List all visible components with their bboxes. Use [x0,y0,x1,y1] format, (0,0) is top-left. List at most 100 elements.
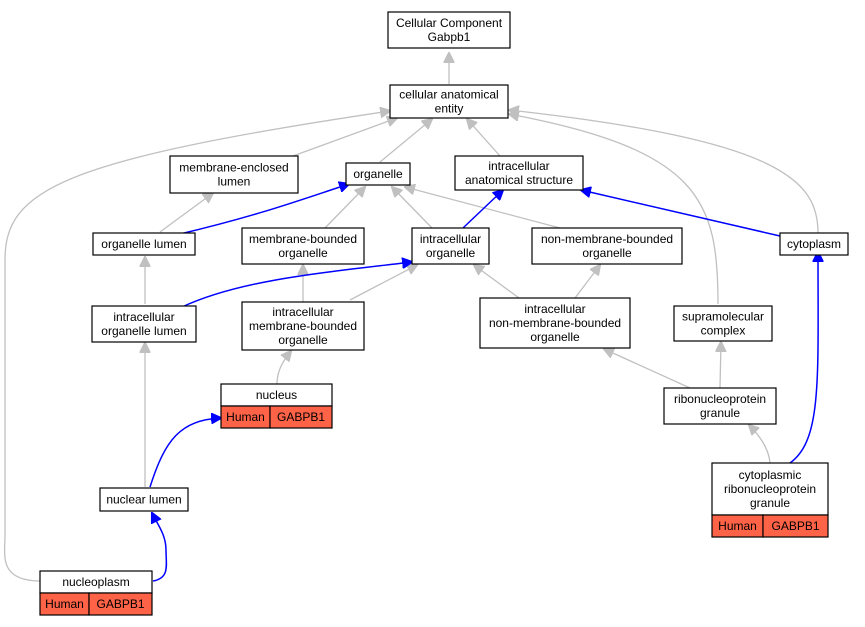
node-label: granule [700,406,740,420]
node-box [241,227,365,265]
node-label: organelle [530,330,580,344]
edge-nucleoplasm-cae [3,111,390,582]
node-label: organelle [278,333,328,347]
edge-ias-cae [467,119,501,157]
node-label: intracellular [272,305,333,319]
node-label: nucleoplasm [62,575,129,589]
node-label: membrane-enclosed [179,161,288,175]
node-label: granule [750,496,790,510]
node-org[interactable]: organelle [345,162,411,186]
node-label: organelle [353,167,403,181]
edge-inmbo-nmbo [574,265,600,299]
node-label: supramolecular [682,310,764,324]
gene-label: GABPB1 [771,519,819,533]
edge-path-orglum-org [179,184,349,235]
edges-path [149,184,818,582]
node-label: organelle [426,246,476,260]
node-box [531,227,683,265]
node-label: Gabpb1 [428,30,471,44]
edge-rnpg-smc [720,342,721,389]
edge-path-io-ias [462,190,503,229]
edge-inmbo-io [474,265,520,299]
node-label: organelle [278,246,328,260]
node-orglum[interactable]: organelle lumen [92,232,196,256]
node-label: intracellular [488,159,549,173]
species-label: Human [45,597,84,611]
node-box [779,232,849,256]
node-label: cytoplasm [787,237,841,251]
node-label: lumen [218,175,251,189]
gene-label: GABPB1 [96,597,144,611]
node-label: complex [701,324,746,338]
node-cyto[interactable]: cytoplasm [779,232,849,256]
node-label: nuclear lumen [106,493,181,507]
node-label: membrane-bounded [249,232,357,246]
edge-imbo-io [349,265,417,301]
edge-smc-cae [509,114,719,305]
edges-default [3,53,819,582]
edge-mel-cae [292,118,397,157]
node-box [241,301,365,351]
node-box [92,232,196,256]
node-box [454,155,584,191]
edge-path-nuclum-nucleus [149,418,221,488]
species-label: Human [718,519,757,533]
edge-orglum-mel [159,193,213,233]
node-box [91,305,197,343]
edge-org-cae [379,119,432,163]
edge-path-cyto-ias [581,190,781,237]
node-box [389,84,509,119]
node-label: non-membrane-bounded [541,232,673,246]
edge-nucleus-imbo [276,351,291,385]
edge-path-nucleoplasm-nuclum [152,513,168,582]
node-nuclum[interactable]: nuclear lumen [99,487,189,512]
node-box [169,155,299,194]
node-label: non-membrane-bounded [489,316,621,330]
node-label: cytoplasmic [739,468,802,482]
edge-mbo-org [324,187,365,229]
node-label: ribonucleoprotein [674,392,766,406]
edge-cyto-cae [509,110,819,234]
node-label: intracellular [524,302,585,316]
edge-io-org [392,187,433,229]
node-label: membrane-bounded [249,319,357,333]
node-box [673,305,773,342]
node-box [663,387,777,425]
node-label: organelle [582,246,632,260]
edge-path-crnpg-cyto [789,252,818,464]
node-inmbo[interactable]: intracellularnon-membrane-boundedorganel… [479,297,631,349]
species-label: Human [226,410,265,424]
gene-cell [88,592,153,616]
node-box [479,297,631,349]
edge-nmbo-org [405,187,561,229]
node-box [99,487,189,512]
node-crnpg[interactable]: cytoplasmicribonucleoproteingranuleHuman… [711,462,829,538]
node-label: organelle lumen [101,237,186,251]
node-label: intracellular [420,232,481,246]
node-label: cellular anatomical [399,88,498,102]
node-label: ribonucleoprotein [724,482,816,496]
edge-crnpg-rnpg [749,425,771,464]
node-label: nucleus [256,388,297,402]
node-label: Cellular Component [396,16,503,30]
node-label: entity [435,102,464,116]
node-label: organelle lumen [101,324,186,338]
gene-cell [269,405,333,429]
node-box [411,227,490,265]
node-box [387,11,511,49]
gene-cell [762,514,829,538]
